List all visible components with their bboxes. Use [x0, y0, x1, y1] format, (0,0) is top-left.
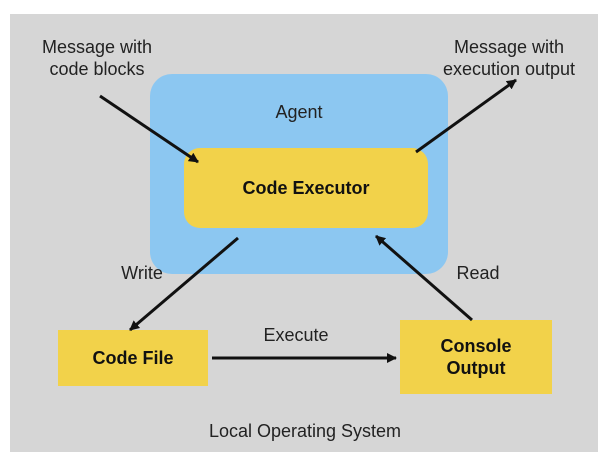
console-output-node: Console Output — [400, 320, 552, 394]
code-executor-node: Code Executor — [184, 148, 428, 228]
arrow-write — [129, 236, 239, 332]
arrow-message-out — [415, 78, 517, 154]
read-label: Read — [456, 263, 500, 283]
arrow-message-in — [99, 94, 199, 164]
agent-label: Agent — [275, 102, 323, 122]
write-label: Write — [121, 263, 163, 283]
arrow-read — [375, 234, 473, 322]
execute-label: Execute — [263, 325, 329, 345]
local-operating-system-label: Local Operating System — [208, 421, 402, 441]
message-in-label: Message with code blocks — [41, 37, 153, 79]
code-file-node: Code File — [58, 330, 208, 386]
message-out-label: Message with execution output — [442, 37, 576, 79]
